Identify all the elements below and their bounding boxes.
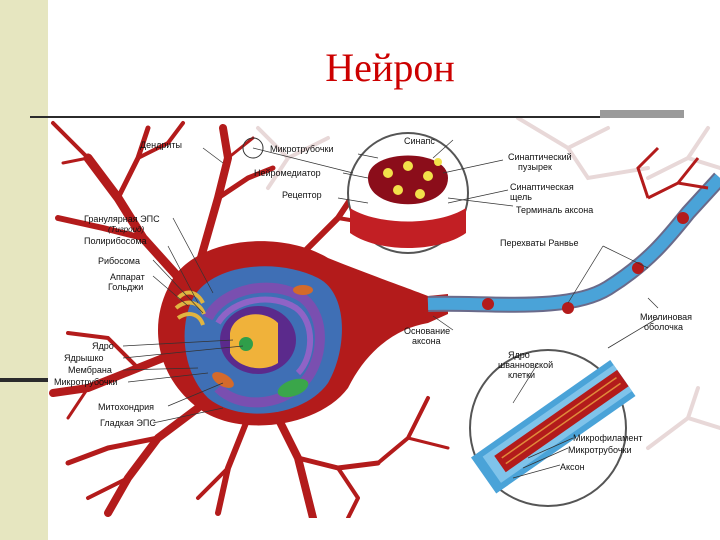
node-of-ranvier bbox=[562, 302, 574, 314]
title-underline bbox=[30, 116, 684, 118]
label-axon: Аксон bbox=[560, 462, 585, 472]
label-synaptic-cleft-line2: щель bbox=[510, 192, 532, 202]
label-schwann-line1: Ядро bbox=[508, 350, 530, 360]
label-schwann-line2: шванновской bbox=[498, 360, 553, 370]
node-of-ranvier bbox=[677, 212, 689, 224]
label-axon-terminal: Терминаль аксона bbox=[516, 205, 593, 215]
label-nucleolus: Ядрышко bbox=[64, 353, 104, 363]
slide-left-rule bbox=[0, 378, 48, 382]
mitochondrion-1 bbox=[277, 378, 309, 398]
rough-er bbox=[203, 282, 325, 408]
title-underline-accent bbox=[600, 110, 684, 118]
label-ribosome: Рибосома bbox=[98, 256, 140, 266]
label-microtubules-axon: Микротрубочки bbox=[568, 445, 632, 455]
label-golgi-line2: Гольджи bbox=[108, 282, 143, 292]
rough-er-fold bbox=[215, 296, 314, 376]
leader-lines bbox=[122, 139, 659, 479]
label-synaptic-vesicle-line2: пузырек bbox=[518, 162, 552, 172]
synapse-pointer-circle bbox=[242, 137, 264, 159]
label-mitochondria: Митохондрия bbox=[98, 402, 154, 412]
slide-left-band bbox=[0, 0, 48, 540]
label-neurotransmitter: Нейромедиатор bbox=[254, 168, 321, 178]
label-myelin-line1: Миелиновая bbox=[640, 312, 692, 322]
label-synapse: Синапс bbox=[404, 136, 435, 146]
synaptic-vesicles bbox=[383, 158, 442, 199]
label-axon-hillock-line1: Основание bbox=[404, 326, 450, 336]
label-microtubules-top: Микротрубочки bbox=[270, 144, 334, 154]
myelinated-axon bbox=[427, 172, 720, 314]
postsynaptic-membrane bbox=[350, 208, 466, 248]
label-dendrites: Дендриты bbox=[140, 140, 182, 150]
label-microfilament: Микрофиламент bbox=[573, 433, 642, 443]
label-smooth-er: Гладкая ЭПС bbox=[100, 418, 156, 428]
nucleus-cutaway bbox=[230, 314, 278, 369]
label-granular-er-note: (Тигроид) bbox=[108, 225, 144, 234]
node-of-ranvier bbox=[632, 262, 644, 274]
neuron-diagram: Дендриты Микротрубочки Нейромедиатор Рец… bbox=[48, 118, 720, 518]
label-receptor: Рецептор bbox=[282, 190, 322, 200]
synapse-terminal bbox=[368, 155, 448, 205]
label-golgi-line1: Аппарат bbox=[110, 272, 145, 282]
label-nucleus: Ядро bbox=[92, 341, 114, 351]
label-granular-er: Гранулярная ЭПС bbox=[84, 214, 160, 224]
label-polyribosome: Полирибосома bbox=[84, 236, 147, 246]
nucleolus bbox=[239, 337, 253, 351]
synapse-pointer-line bbox=[252, 147, 354, 174]
node-of-ranvier bbox=[482, 298, 494, 310]
label-myelin-line2: оболочка bbox=[644, 322, 683, 332]
label-axon-hillock-line2: аксона bbox=[412, 336, 441, 346]
axon-terminal-branches bbox=[636, 146, 709, 200]
slide-title: Нейрон bbox=[325, 45, 455, 90]
mitochondrion-2 bbox=[212, 372, 234, 388]
label-synaptic-cleft-line1: Синаптическая bbox=[510, 182, 574, 192]
label-schwann-line3: клетки bbox=[508, 370, 535, 380]
label-synaptic-vesicle-line1: Синаптический bbox=[508, 152, 572, 162]
background-neuron bbox=[256, 118, 720, 450]
label-membrane: Мембрана bbox=[68, 365, 112, 375]
label-nodes-of-ranvier: Перехваты Ранвье bbox=[500, 238, 579, 248]
label-microtubules-left: Микротрубочки bbox=[54, 377, 118, 387]
axon-inset-pointer bbox=[607, 317, 659, 349]
mitochondrion-3 bbox=[293, 285, 313, 295]
axon-cross-section bbox=[470, 359, 636, 494]
